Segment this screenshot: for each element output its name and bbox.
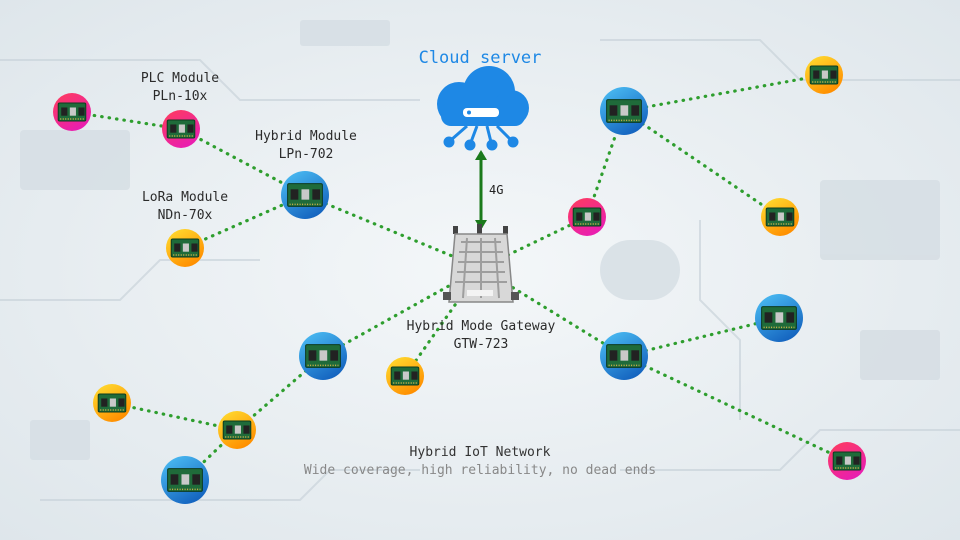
plc-module-label: PLC Module PLn-10x	[110, 70, 250, 106]
module-board-icon	[57, 102, 87, 122]
cloud-server-title: Cloud server	[418, 48, 542, 68]
lora-module-label: LoRa Module NDn-70x	[115, 189, 255, 225]
lora-module-name: LoRa Module	[141, 190, 229, 205]
module-board-icon	[166, 119, 196, 139]
lora-module-node[interactable]	[761, 198, 799, 236]
module-board-icon	[390, 366, 420, 386]
plc-module-node[interactable]	[162, 110, 200, 148]
cloud-server-icon	[437, 66, 529, 151]
gateway-label: Hybrid Mode Gateway GTW-723	[401, 318, 561, 354]
link-lora-5-lora-6	[110, 401, 239, 432]
gateway-device-icon[interactable]	[443, 224, 519, 303]
link-hybrid-2-lora-3	[622, 109, 782, 219]
plc-module-node[interactable]	[568, 198, 606, 236]
lora-module-node[interactable]	[386, 357, 424, 395]
hybrid-module-model: LPn-702	[278, 147, 334, 162]
module-board-icon	[765, 207, 795, 227]
module-board-icon	[809, 65, 839, 85]
plc-module-node[interactable]	[828, 442, 866, 480]
gateway-name: Hybrid Mode Gateway	[406, 319, 556, 334]
lora-module-node[interactable]	[93, 384, 131, 422]
module-board-icon	[832, 451, 862, 471]
hybrid-module-node[interactable]	[299, 332, 347, 380]
link-hybrid-1-gw	[303, 193, 483, 270]
link-lora-1-hybrid-1	[183, 193, 307, 250]
plc-module-model: PLn-10x	[152, 89, 208, 104]
hybrid-module-node[interactable]	[755, 294, 803, 342]
link-gw-hybrid-3	[479, 266, 626, 358]
hybrid-module-name: Hybrid Module	[255, 129, 357, 144]
module-board-icon	[606, 99, 642, 123]
module-board-icon	[167, 468, 203, 492]
caption-subtitle: Wide coverage, high reliability, no dead…	[303, 463, 657, 478]
plc-module-node[interactable]	[53, 93, 91, 131]
caption-title: Hybrid IoT Network	[409, 445, 551, 460]
lora-module-node[interactable]	[166, 229, 204, 267]
module-board-icon	[606, 344, 642, 368]
link-plc-2-hybrid-1	[179, 127, 307, 197]
link-4g-label: 4G	[489, 183, 504, 197]
lora-module-model: NDn-70x	[157, 208, 213, 223]
link-gw-plc-3	[479, 215, 589, 270]
module-board-icon	[170, 238, 200, 258]
link-hybrid-2-lora-2	[622, 73, 826, 113]
module-board-icon	[222, 420, 252, 440]
uplink-4g	[475, 150, 487, 230]
module-board-icon	[305, 344, 341, 368]
module-board-icon	[287, 183, 323, 207]
hybrid-module-node[interactable]	[281, 171, 329, 219]
plc-module-name: PLC Module	[140, 71, 220, 86]
module-board-icon	[572, 207, 602, 227]
module-board-icon	[761, 306, 797, 330]
module-board-icon	[97, 393, 127, 413]
gateway-model: GTW-723	[453, 337, 509, 352]
lora-module-node[interactable]	[218, 411, 256, 449]
hybrid-module-node[interactable]	[161, 456, 209, 504]
lora-module-node[interactable]	[805, 56, 843, 94]
hybrid-module-node[interactable]	[600, 332, 648, 380]
hybrid-module-node[interactable]	[600, 87, 648, 135]
hybrid-module-label: Hybrid Module LPn-702	[236, 128, 376, 164]
